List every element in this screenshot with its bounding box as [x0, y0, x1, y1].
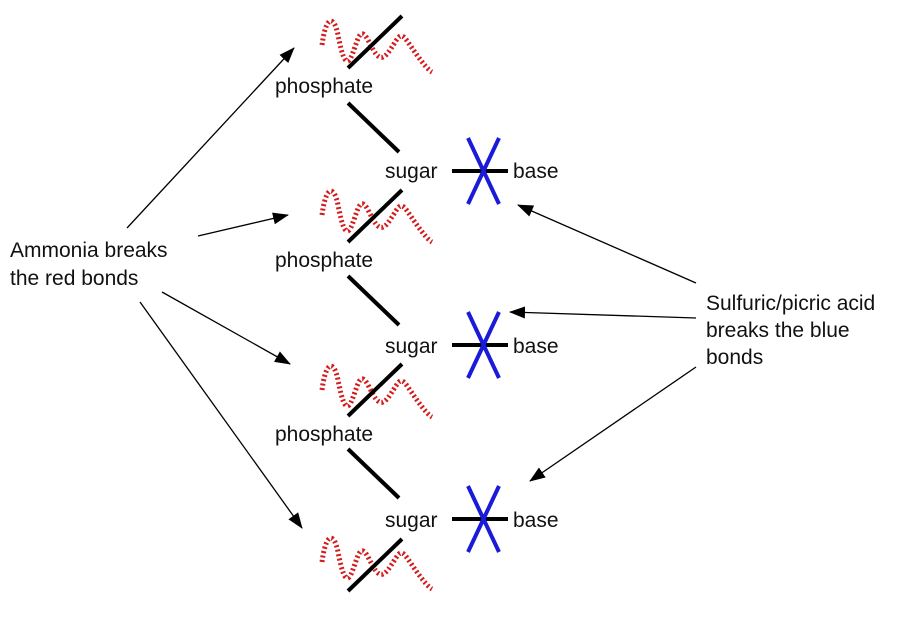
phosphate-label-3: phosphate: [275, 423, 373, 446]
phosphate-label-2: phosphate: [275, 249, 373, 272]
glycosidic-bond-1: [452, 137, 508, 205]
sugar-label-1: sugar: [385, 160, 438, 183]
acid-arrow-2: [509, 306, 697, 319]
ammonia-arrow-4: [139, 301, 303, 529]
sugar-label-2: sugar: [385, 335, 438, 358]
red-bond-3: [319, 362, 434, 420]
acid-note: Sulfuric/picric acid breaks the blue bon…: [706, 292, 875, 369]
backbone-bond-3: [346, 447, 401, 500]
base-label-1: base: [513, 160, 559, 183]
ammonia-note-line-1: Ammonia breaks: [10, 239, 168, 262]
red-bond-4: [319, 535, 434, 593]
red-bond-2: [319, 188, 434, 245]
acid-note-line-3: bonds: [706, 346, 763, 369]
ammonia-note: Ammonia breaks the red bonds: [10, 239, 168, 290]
phosphate-label-1: phosphate: [275, 75, 373, 98]
glycosidic-bond-2: [452, 311, 508, 379]
acid-note-line-1: Sulfuric/picric acid: [706, 292, 875, 315]
acid-note-line-2: breaks the blue: [706, 319, 850, 342]
ammonia-note-line-2: the red bonds: [10, 267, 138, 290]
backbone-bond-1: [346, 101, 401, 154]
ammonia-arrow-1: [126, 47, 295, 229]
backbone-bond-2: [346, 274, 401, 327]
red-bond-1: [319, 14, 434, 75]
ammonia-arrow-3: [161, 291, 291, 365]
ammonia-arrow-2: [197, 212, 289, 237]
acid-arrow-3: [529, 366, 697, 482]
base-label-2: base: [513, 335, 559, 358]
base-label-3: base: [513, 509, 559, 532]
acid-arrow-1: [517, 204, 697, 284]
sugar-label-3: sugar: [385, 509, 438, 532]
glycosidic-bond-3: [452, 485, 508, 553]
